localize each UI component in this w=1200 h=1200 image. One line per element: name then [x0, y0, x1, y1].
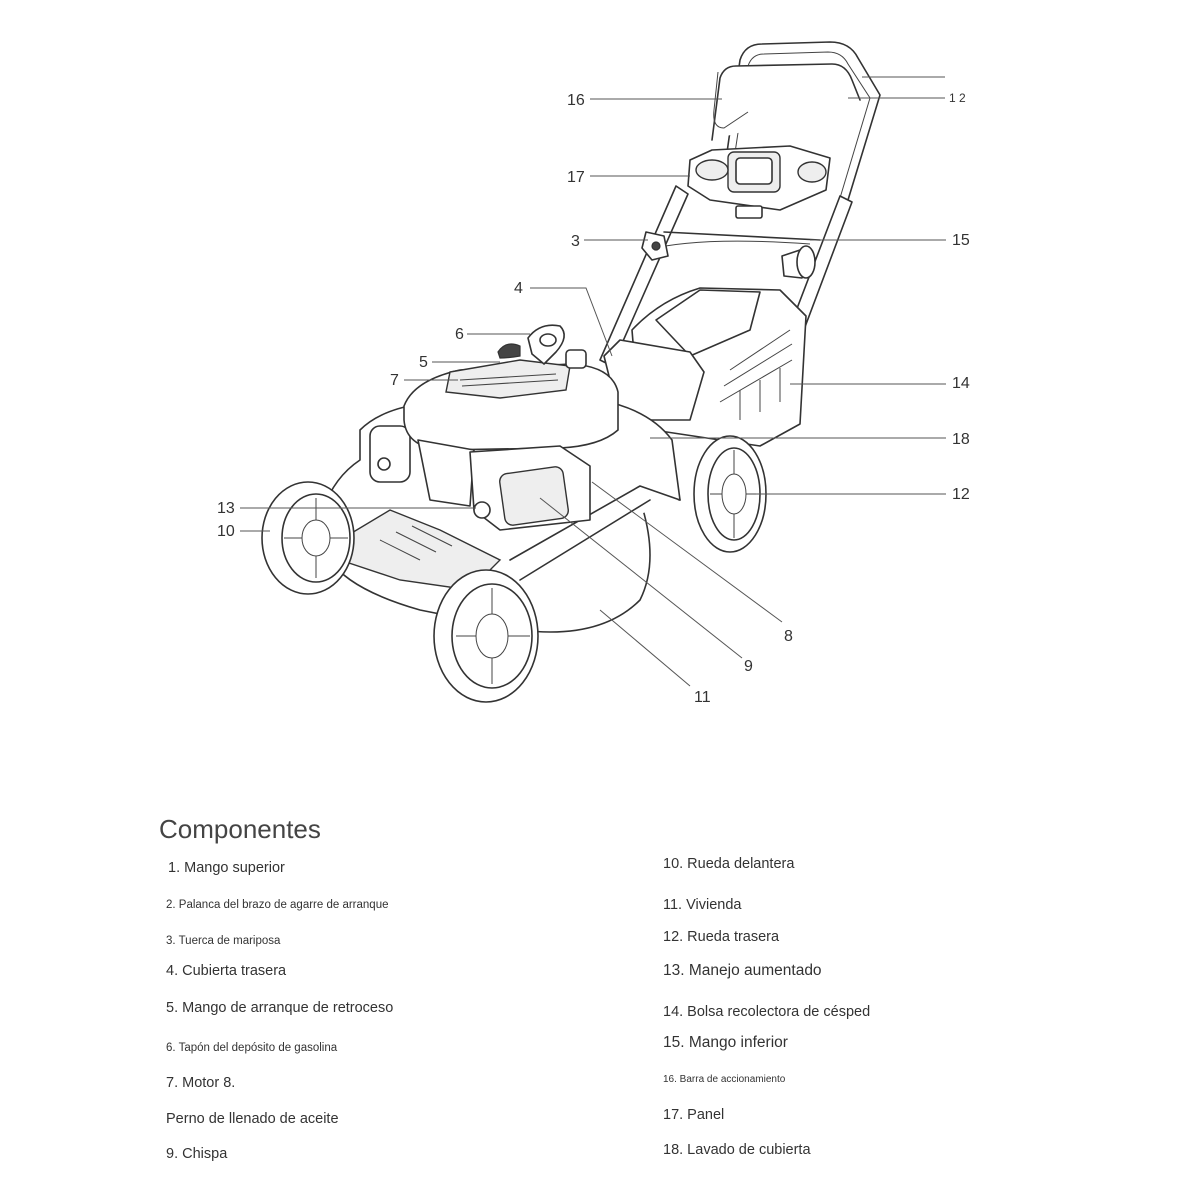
callout-numbers: 1 2 16 17 3 15 4 6 5 7 14 18 12 13 10 8 … — [217, 91, 970, 706]
component-item: 18. Lavado de cubierta — [663, 1142, 811, 1158]
component-item: 3. Tuerca de mariposa — [166, 935, 281, 947]
fuel-cap — [527, 324, 565, 365]
component-item: 17. Panel — [663, 1107, 725, 1123]
callout-12: 12 — [952, 486, 970, 503]
component-item: 15. Mango inferior — [663, 1034, 788, 1051]
component-item: 7. Motor 8. — [166, 1075, 236, 1091]
component-item: 1. Mango superior — [168, 860, 285, 876]
callout-18: 18 — [952, 431, 970, 448]
callout-13: 13 — [217, 500, 235, 517]
component-item: 16. Barra de accionamiento — [663, 1074, 786, 1085]
callout-6: 6 — [455, 326, 464, 343]
callout-14: 14 — [952, 375, 970, 392]
control-panel — [687, 145, 831, 219]
component-item: 2. Palanca del brazo de agarre de arranq… — [166, 899, 389, 911]
component-item: 5. Mango de arranque de retroceso — [166, 1000, 394, 1016]
component-item: 12. Rueda trasera — [663, 929, 780, 945]
oil-fill-cap — [565, 349, 587, 369]
component-item: 13. Manejo aumentado — [663, 962, 822, 979]
component-item: 6. Tapón del depósito de gasolina — [166, 1042, 338, 1054]
callout-10: 10 — [217, 523, 235, 540]
rear-wheel — [693, 435, 767, 553]
callout-8: 8 — [784, 628, 793, 645]
component-item: 9. Chispa — [166, 1146, 228, 1162]
component-item: 11. Vivienda — [663, 897, 742, 913]
callout-16: 16 — [567, 92, 585, 109]
callout-1-2: 1 2 — [949, 91, 966, 105]
leader-lines — [240, 76, 946, 687]
callout-3: 3 — [571, 233, 580, 250]
lawn-mower-illustration — [261, 41, 881, 703]
callout-5: 5 — [419, 354, 428, 371]
lawn-mower-diagram: 1 2 16 17 3 15 4 6 5 7 14 18 12 13 10 8 … — [217, 41, 970, 706]
component-item: Perno de llenado de aceite — [166, 1111, 339, 1127]
callout-15: 15 — [952, 232, 970, 249]
component-item: 10. Rueda delantera — [663, 856, 795, 872]
callout-9: 9 — [744, 658, 753, 675]
component-item: 14. Bolsa recolectora de césped — [663, 1004, 871, 1020]
callout-11: 11 — [694, 689, 711, 706]
front-wheel-left — [261, 481, 355, 595]
engine — [403, 359, 619, 531]
callout-4: 4 — [514, 280, 523, 297]
front-wheel-right — [433, 569, 539, 703]
recoil-start-handle — [497, 343, 521, 359]
callout-17: 17 — [567, 169, 585, 186]
component-item: 4. Cubierta trasera — [166, 963, 287, 979]
components-title: Componentes — [159, 814, 321, 844]
callout-7: 7 — [390, 372, 399, 389]
